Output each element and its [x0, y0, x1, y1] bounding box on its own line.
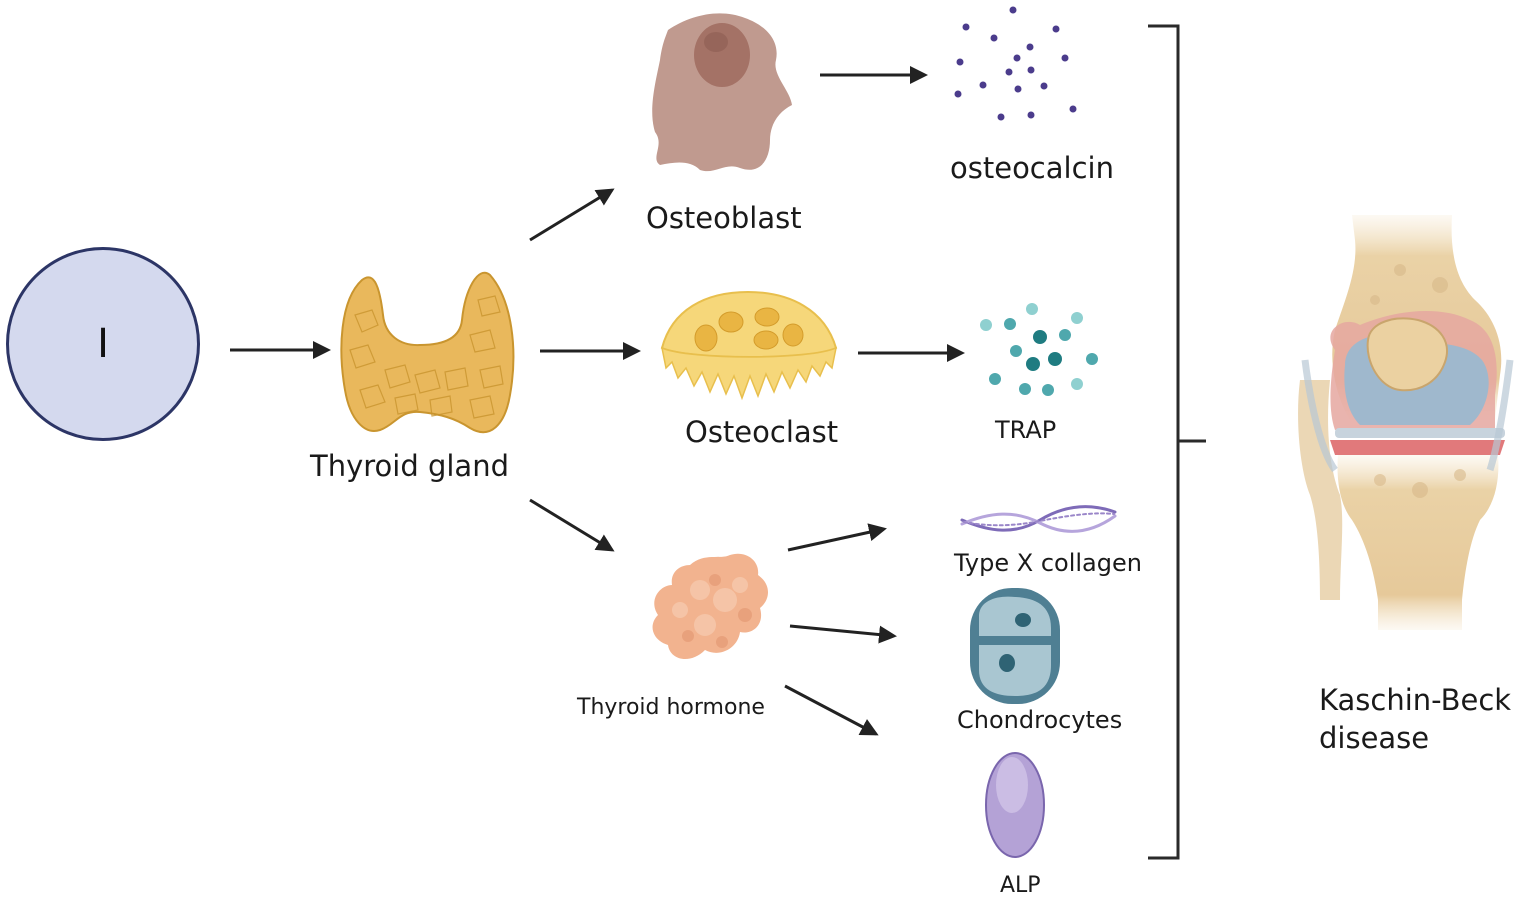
iodine-circle: I — [6, 247, 200, 441]
label-osteoblast: Osteoblast — [646, 201, 802, 235]
grouping-bracket — [1148, 24, 1206, 860]
label-osteoclast: Osteoclast — [685, 415, 839, 449]
thyroid-gland-icon — [340, 271, 515, 434]
label-osteocalcin: osteocalcin — [950, 151, 1114, 185]
label-alp: ALP — [1000, 873, 1041, 898]
label-thyroid-gland: Thyroid gland — [310, 449, 509, 483]
label-disease-line2: disease — [1319, 721, 1430, 755]
iodine-symbol: I — [97, 321, 109, 367]
arrow-thyroid-to-osteoblast — [529, 188, 615, 242]
osteoclast-icon — [660, 290, 838, 401]
knee-joint-icon — [1298, 215, 1514, 630]
collagen-fiber-icon — [960, 505, 1117, 533]
label-chondrocytes: Chondrocytes — [957, 706, 1123, 734]
label-trap: TRAP — [995, 416, 1057, 444]
label-thyroid-hormone: Thyroid hormone — [577, 695, 765, 720]
alp-icon — [985, 752, 1045, 858]
arrows — [230, 66, 965, 736]
label-type-x-collagen: Type X collagen — [954, 549, 1142, 577]
label-disease-line1: Kaschin-Beck — [1319, 683, 1512, 717]
thyroid-hormone-icon — [652, 553, 768, 660]
chondrocytes-icon — [970, 588, 1060, 704]
arrow-hormone-to-alp — [784, 684, 879, 736]
osteocalcin-particles-icon — [954, 6, 1077, 121]
arrow-thyroid-to-hormone — [529, 498, 615, 552]
trap-particles-icon — [980, 303, 1098, 396]
arrow-hormone-to-collagen — [787, 523, 887, 552]
osteoblast-icon — [652, 13, 792, 172]
arrow-hormone-to-chondrocytes — [789, 624, 897, 644]
